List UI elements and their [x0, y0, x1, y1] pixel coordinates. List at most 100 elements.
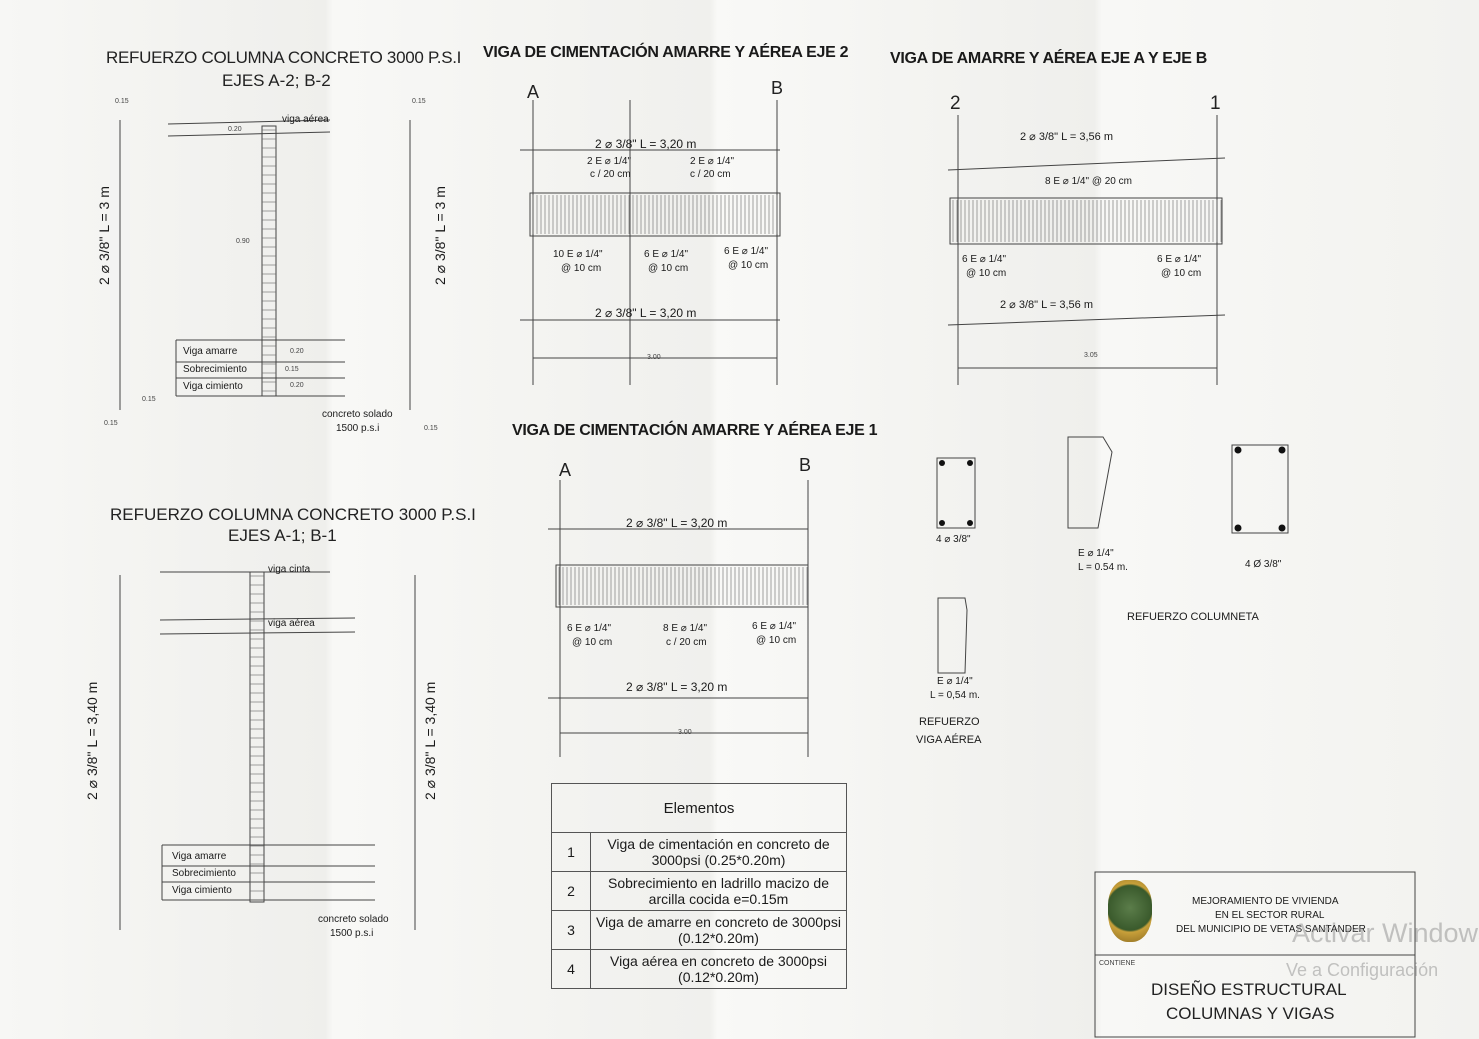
viga-ejeab-bottom-right-spacing: @ 10 cm	[1161, 268, 1202, 279]
viga-eje1-title: VIGA DE CIMENTACIÓN AMARRE Y AÉREA EJE 1	[512, 422, 878, 439]
axis-a-label: A	[527, 82, 540, 102]
label-concreto-solado: concreto solado	[322, 409, 393, 420]
column-a2b2-axes: EJES A-2; B-2	[222, 71, 331, 90]
viga-eje1-bottom-left: 6 E ⌀ 1/4"	[567, 623, 612, 634]
viga-eje1-bottom-bar: 2 ⌀ 3/8" L = 3,20 m	[626, 680, 728, 694]
municipal-seal-icon	[1108, 880, 1152, 942]
project-line1: MEJORAMIENTO DE VIVIENDA	[1192, 896, 1339, 907]
row-text: Viga de cimentación en concreto de 3000p…	[590, 832, 847, 872]
viga-ejeab-bottom-bar: 2 ⌀ 3/8" L = 3,56 m	[1000, 299, 1093, 311]
axis-1-label: 1	[1210, 93, 1221, 114]
section-bars-label: 4 ⌀ 3/8"	[936, 534, 971, 545]
dim-label: 0.15	[285, 366, 299, 373]
project-line2: EN EL SECTOR RURAL	[1215, 910, 1325, 921]
column-a1b1-right-bar: 2 ⌀ 3/8" L = 3,40 m	[422, 681, 438, 800]
viga-ejeab-span: 3.05	[1084, 352, 1098, 359]
viga-ejeab-bottom-right: 6 E ⌀ 1/4"	[1157, 254, 1202, 265]
label-concreto-solado: concreto solado	[318, 914, 389, 925]
viga-eje1-bottom-mid-spacing: c / 20 cm	[666, 637, 707, 648]
viga-ejeab-stirrup: 8 E ⌀ 1/4" @ 20 cm	[1045, 176, 1132, 187]
viga-eje2-stirrup-right-spacing: c / 20 cm	[690, 169, 731, 180]
viga-eje1-bottom-left-spacing: @ 10 cm	[572, 637, 613, 648]
column-a1b1-title: REFUERZO COLUMNA CONCRETO 3000 P.S.I	[110, 505, 476, 524]
viga-ejeab-bottom-left-spacing: @ 10 cm	[966, 268, 1007, 279]
viga-eje2-title: VIGA DE CIMENTACIÓN AMARRE Y AÉREA EJE 2	[483, 44, 849, 61]
dim-label: 0.20	[290, 382, 304, 389]
viga-stirrup-label: E ⌀ 1/4"	[937, 676, 973, 687]
label-psi: 1500 p.s.i	[336, 423, 380, 434]
viga-stirrup-length: L = 0,54 m.	[930, 690, 980, 701]
axis-2-label: 2	[950, 93, 961, 114]
label-viga-aerea: viga aérea	[282, 114, 329, 125]
viga-eje2-bottom-right-spacing: @ 10 cm	[728, 260, 769, 271]
dim-label: 0.15	[104, 420, 118, 427]
column-a2b2-title: REFUERZO COLUMNA CONCRETO 3000 P.S.I	[106, 48, 462, 67]
row-text: Viga de amarre en concreto de 3000psi (0…	[590, 910, 847, 950]
label-viga-amarre: Viga amarre	[172, 851, 227, 862]
dim-label: 0.20	[290, 348, 304, 355]
viga-eje2-bottom-mid-spacing: @ 10 cm	[648, 263, 689, 274]
dim-label: 0.15	[424, 425, 438, 432]
viga-ejeab-title: VIGA DE AMARRE Y AÉREA EJE A Y EJE B	[890, 50, 1207, 67]
sheet-title-line2: COLUMNAS Y VIGAS	[1166, 1004, 1335, 1023]
dim-label: 0.90	[236, 238, 250, 245]
dim-label: 0.20	[228, 126, 242, 133]
refuerzo-viga-label: REFUERZO	[919, 716, 980, 728]
refuerzo-columneta-label: REFUERZO COLUMNETA	[1127, 611, 1259, 623]
row-number: 1	[551, 832, 591, 872]
label-psi: 1500 p.s.i	[330, 928, 374, 939]
viga-eje1-bottom-right: 6 E ⌀ 1/4"	[752, 621, 797, 632]
section-bars-label: 4 Ø 3/8"	[1245, 559, 1282, 570]
row-number: 4	[551, 949, 591, 989]
viga-eje1-top-bar: 2 ⌀ 3/8" L = 3,20 m	[626, 516, 728, 530]
column-a1b1-axes: EJES A-1; B-1	[228, 526, 337, 545]
axis-b-label: B	[771, 78, 784, 98]
row-number: 2	[551, 871, 591, 911]
column-a2b2-left-bar: 2 ⌀ 3/8" L = 3 m	[96, 186, 112, 285]
axis-a-label: A	[559, 460, 572, 480]
viga-eje2-span: 3.00	[647, 354, 661, 361]
viga-eje2-stirrup-left: 2 E ⌀ 1/4"	[587, 156, 632, 167]
contiene-label: CONTIENE	[1099, 960, 1136, 967]
label-viga-cimiento: Viga cimiento	[183, 381, 243, 392]
table-header: Elementos	[551, 783, 847, 833]
column-a1b1-left-bar: 2 ⌀ 3/8" L = 3,40 m	[84, 681, 100, 800]
viga-eje1-bottom-right-spacing: @ 10 cm	[756, 635, 797, 646]
viga-ejeab-top-bar: 2 ⌀ 3/8" L = 3,56 m	[1020, 131, 1113, 143]
row-number: 3	[551, 910, 591, 950]
viga-eje2-top-bar: 2 ⌀ 3/8" L = 3,20 m	[595, 137, 697, 151]
viga-aerea-label: VIGA AÉREA	[916, 734, 982, 746]
viga-eje2-bottom-left-spacing: @ 10 cm	[561, 263, 602, 274]
label-viga-amarre: Viga amarre	[183, 346, 238, 357]
activation-watermark-sub: Ve a Configuración	[1286, 960, 1439, 980]
viga-eje2-bottom-left: 10 E ⌀ 1/4"	[553, 249, 603, 260]
viga-eje2-bottom-mid: 6 E ⌀ 1/4"	[644, 249, 689, 260]
sheet-title-line1: DISEÑO ESTRUCTURAL	[1151, 980, 1347, 999]
stirrup-length-label: L = 0.54 m.	[1078, 562, 1128, 573]
viga-eje2-stirrup-left-spacing: c / 20 cm	[590, 169, 631, 180]
column-a2b2-right-bar: 2 ⌀ 3/8" L = 3 m	[432, 186, 448, 285]
project-line3: DEL MUNICIPIO DE VETAS SANTANDER	[1176, 924, 1366, 935]
label-viga-cimiento: Viga cimiento	[172, 885, 232, 896]
label-viga-aerea: viga aérea	[268, 618, 315, 629]
viga-ejeab-bottom-left: 6 E ⌀ 1/4"	[962, 254, 1007, 265]
row-text: Sobrecimiento en ladrillo macizo de arci…	[590, 871, 847, 911]
label-sobrecimiento: Sobrecimiento	[172, 868, 236, 879]
viga-eje1-bottom-mid: 8 E ⌀ 1/4"	[663, 623, 708, 634]
dim-label: 0.15	[142, 396, 156, 403]
row-text: Viga aérea en concreto de 3000psi (0.12*…	[590, 949, 847, 989]
stirrup-label: E ⌀ 1/4"	[1078, 548, 1114, 559]
activation-watermark: Activar Windows	[1292, 918, 1479, 948]
label-sobrecimiento: Sobrecimiento	[183, 364, 247, 375]
label-viga-cinta: viga cinta	[268, 564, 311, 575]
viga-eje2-bottom-right: 6 E ⌀ 1/4"	[724, 246, 769, 257]
dim-label: 0.15	[412, 98, 426, 105]
viga-eje2-stirrup-right: 2 E ⌀ 1/4"	[690, 156, 735, 167]
viga-eje1-span: 3.00	[678, 729, 692, 736]
